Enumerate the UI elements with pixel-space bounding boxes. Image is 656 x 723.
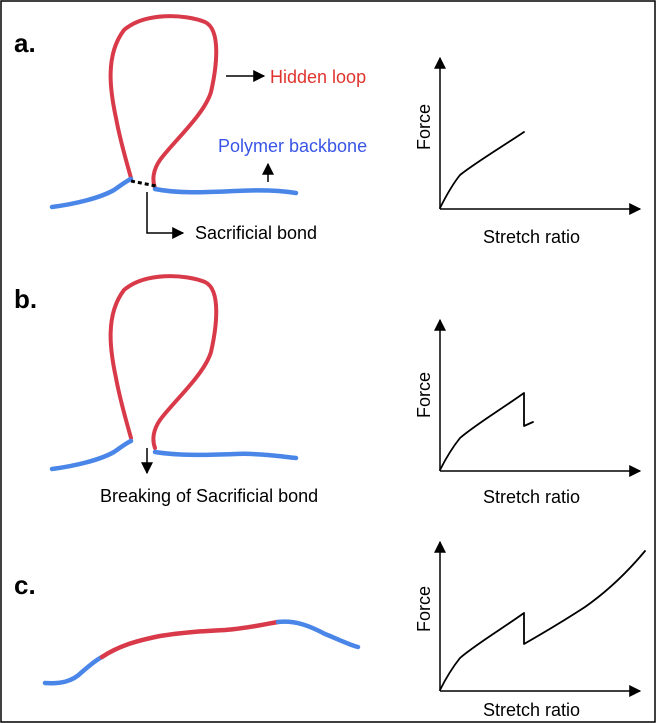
force-curve-c <box>439 550 646 691</box>
y-axis-label-c: Force <box>414 586 434 632</box>
panel-b: b. Breaking of Sacrificial bond Force St… <box>14 274 642 507</box>
sacrificial-bond-arrow <box>146 192 185 239</box>
polymer-backbone-left-b <box>49 438 134 472</box>
x-axis-label-a: Stretch ratio <box>483 227 580 247</box>
hidden-loop-a <box>108 14 219 190</box>
y-axis-label-b: Force <box>414 372 434 418</box>
polymer-backbone-right-a <box>152 186 299 196</box>
x-axis-label-c: Stretch ratio <box>483 700 580 720</box>
polymer-backbone-label: Polymer backbone <box>218 136 367 156</box>
polymer-backbone-left-c <box>42 654 105 686</box>
panel-label-c: c. <box>14 570 36 600</box>
force-curve-b <box>439 392 534 471</box>
force-graph-a: Force Stretch ratio <box>414 56 642 247</box>
hidden-loop-b <box>108 274 219 450</box>
sacrificial-bond-label: Sacrificial bond <box>195 223 317 243</box>
panel-label-a: a. <box>14 28 36 58</box>
sacrificial-bond-dashes <box>130 179 157 188</box>
x-axis-label-b: Stretch ratio <box>483 487 580 507</box>
polymer-backbone-right-b <box>152 449 299 461</box>
polymer-backbone-left-a <box>49 176 134 210</box>
hidden-loop-label: Hidden loop <box>270 67 366 87</box>
panel-a: a. Hidden loop Polymer backbone Sacrific… <box>14 14 642 247</box>
force-curve-a <box>439 131 525 209</box>
polymer-backbone-right-c <box>275 619 361 650</box>
breaking-label: Breaking of Sacrificial bond <box>100 486 318 506</box>
force-graph-c: Force Stretch ratio <box>414 540 646 720</box>
force-graph-b: Force Stretch ratio <box>414 318 642 507</box>
extended-loop-c <box>99 619 281 660</box>
panel-label-b: b. <box>14 284 37 314</box>
panel-c: c. Force Stretch ratio <box>14 540 646 720</box>
y-axis-label-a: Force <box>414 104 434 150</box>
